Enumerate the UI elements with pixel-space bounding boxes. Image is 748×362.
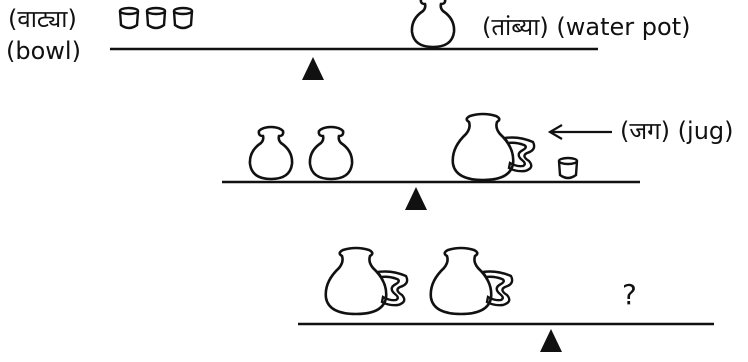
water-pot-icon xyxy=(308,125,354,181)
bowl-icon xyxy=(118,6,140,30)
bowl-icon xyxy=(145,6,167,30)
balance-scale-1 xyxy=(110,0,598,80)
water-pot-label: (तांब्या) (water pot) xyxy=(482,13,691,41)
jug-icon xyxy=(451,112,536,182)
jug-label: (जग) (jug) xyxy=(620,117,734,145)
water-pot-icon xyxy=(410,0,456,49)
balance-scale-2 xyxy=(222,112,640,210)
bowl-label-marathi: (वाट्या) xyxy=(8,5,77,33)
jug-icon xyxy=(429,246,514,316)
bowl-label-english: (bowl) xyxy=(6,37,81,65)
bowl-icon xyxy=(172,6,194,30)
fulcrum-2 xyxy=(405,187,427,210)
water-pot-icon xyxy=(248,125,294,181)
question-mark: ? xyxy=(622,278,637,311)
bowl-icon xyxy=(557,156,579,180)
fulcrum-1 xyxy=(302,57,324,80)
arrow-left-icon xyxy=(547,124,612,140)
fulcrum-3 xyxy=(540,329,562,352)
balance-scale-3 xyxy=(298,246,714,352)
jug-icon xyxy=(324,246,409,316)
